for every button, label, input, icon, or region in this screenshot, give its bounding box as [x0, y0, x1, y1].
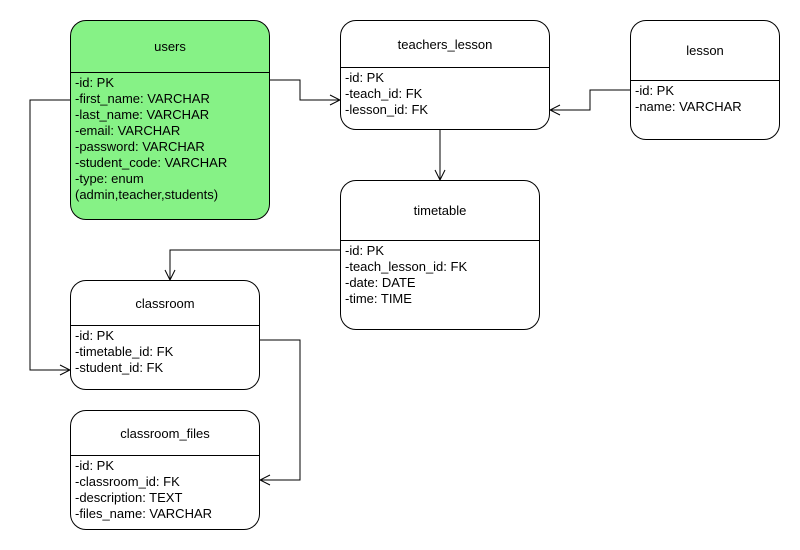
field-timetable-id: -id: PK [345, 243, 385, 258]
field-list-teachers-lesson: -id: PK -teach_id: FK -lesson_id: FK [341, 68, 549, 118]
field-list-classroom-files: -id: PK -classroom_id: FK -description: … [71, 456, 259, 522]
link-users-to-classroom [29, 99, 70, 370]
link-classroom-to-classroom-files [260, 339, 301, 480]
field-users-student-code: -student_code: VARCHAR [75, 155, 228, 170]
link-users-to-teachers-lesson [270, 79, 340, 100]
field-classroom-timetable-id: -timetable_id: FK [75, 344, 174, 359]
field-lesson-name: -name: VARCHAR [635, 99, 742, 114]
entity-classroom-files[interactable]: classroom_files -id: PK -classroom_id: F… [70, 410, 260, 530]
entity-title-lesson: lesson [631, 21, 779, 81]
entity-users[interactable]: users -id: PK -first_name: VARCHAR -last… [70, 20, 270, 220]
field-classroom-files-description: -description: TEXT [75, 490, 183, 505]
field-classroom-files-classroom-id: -classroom_id: FK [75, 474, 180, 489]
field-users-type: -type: enum (admin,teacher,students) [75, 171, 219, 202]
field-users-password: -password: VARCHAR [75, 139, 205, 154]
field-users-last-name: -last_name: VARCHAR [75, 107, 210, 122]
entity-timetable[interactable]: timetable -id: PK -teach_lesson_id: FK -… [340, 180, 540, 330]
field-timetable-time: -time: TIME [345, 291, 412, 306]
entity-title-teachers-lesson: teachers_lesson [341, 21, 549, 68]
field-teachers-lesson-lesson-id: -lesson_id: FK [345, 102, 429, 117]
field-list-classroom: -id: PK -timetable_id: FK -student_id: F… [71, 326, 259, 376]
entity-classroom[interactable]: classroom -id: PK -timetable_id: FK -stu… [70, 280, 260, 390]
field-teachers-lesson-teach-id: -teach_id: FK [345, 86, 423, 101]
field-users-email: -email: VARCHAR [75, 123, 181, 138]
field-classroom-student-id: -student_id: FK [75, 360, 164, 375]
field-classroom-files-files-name: -files_name: VARCHAR [75, 506, 213, 521]
field-lesson-id: -id: PK [635, 83, 675, 98]
entity-title-users: users [71, 21, 269, 73]
entity-title-classroom: classroom [71, 281, 259, 326]
field-classroom-id: -id: PK [75, 328, 115, 343]
entity-title-timetable: timetable [341, 181, 539, 241]
field-list-timetable: -id: PK -teach_lesson_id: FK -date: DATE… [341, 241, 539, 307]
field-teachers-lesson-id: -id: PK [345, 70, 385, 85]
link-timetable-to-classroom [170, 249, 340, 280]
entity-lesson[interactable]: lesson -id: PK -name: VARCHAR [630, 20, 780, 140]
field-timetable-teach-lesson-id: -teach_lesson_id: FK [345, 259, 468, 274]
field-list-lesson: -id: PK -name: VARCHAR [631, 81, 779, 115]
entity-title-classroom-files: classroom_files [71, 411, 259, 456]
field-list-users: -id: PK -first_name: VARCHAR -last_name:… [71, 73, 269, 203]
field-users-id: -id: PK [75, 75, 115, 90]
link-lesson-to-teachers-lesson [550, 89, 630, 110]
entity-teachers-lesson[interactable]: teachers_lesson -id: PK -teach_id: FK -l… [340, 20, 550, 130]
field-timetable-date: -date: DATE [345, 275, 416, 290]
field-classroom-files-id: -id: PK [75, 458, 115, 473]
field-users-first-name: -first_name: VARCHAR [75, 91, 210, 106]
